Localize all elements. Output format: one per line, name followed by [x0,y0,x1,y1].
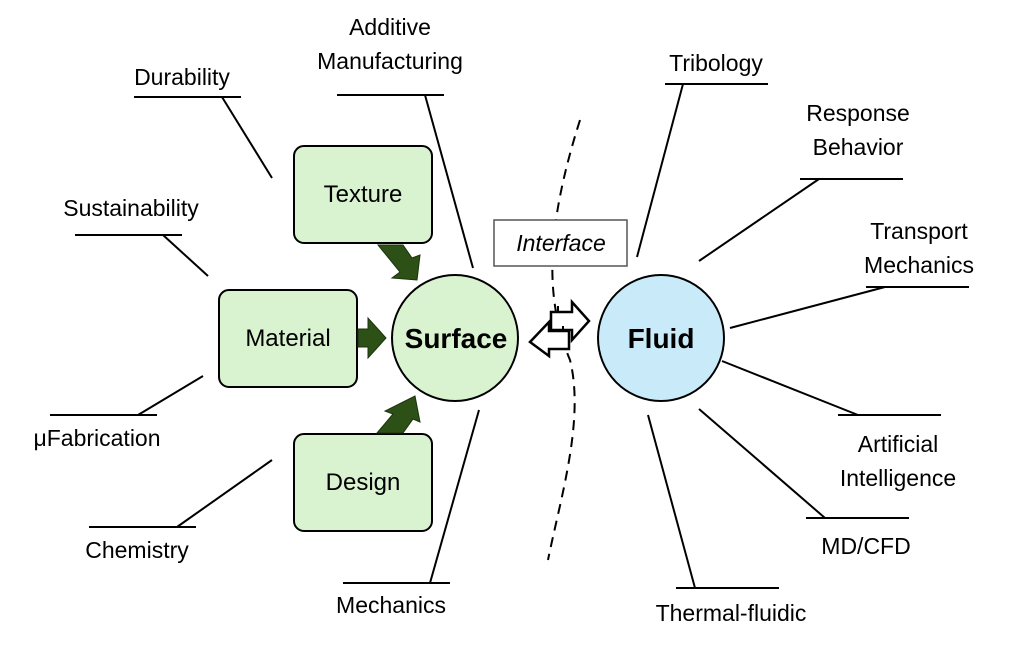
topic-sustainability: Sustainability [63,195,209,277]
topic-label-transport-mechanics: Mechanics [864,252,974,278]
topic-chemistry: Chemistry [85,459,273,563]
input-box-material: Material [218,289,358,388]
interface-boundary-curve [547,119,581,561]
topic-label-sustainability: Sustainability [63,195,199,221]
topic-label-artificial: Artificial [858,431,939,457]
topic-thermal-fluidic: Thermal-fluidic [647,414,807,626]
topic-label-intelligence: Intelligence [840,465,956,491]
fluid-node: Fluid [597,274,725,402]
topic-label-manufacturing: Manufacturing [317,48,463,74]
topic-artificial-intelligence: Artificial Intelligence [721,360,956,491]
topic-label-md-cfd: MD/CFD [821,533,910,559]
arrow-texture-to-surface-icon [376,244,421,281]
topic-label-tribology: Tribology [669,50,763,76]
topic-transport-mechanics: Transport Mechanics [729,218,974,329]
topic-label-chemistry: Chemistry [85,537,189,563]
interface-label-box: Interface [493,219,628,267]
topic-response-behavior: Response Behavior [698,100,910,262]
topic-label-transport: Transport [870,218,968,244]
topic-label-response: Response [806,100,910,126]
surface-label: Surface [405,323,508,354]
topic-label-ufabrication: μFabrication [33,425,160,451]
fluid-label: Fluid [628,323,695,354]
topic-ufabrication: μFabrication [33,375,204,451]
topic-label-durability: Durability [134,64,230,90]
topic-label-additive: Additive [349,14,431,40]
surface-node: Surface [391,274,519,402]
input-label-design: Design [326,469,401,496]
topic-tribology: Tribology [636,50,768,258]
topic-additive-manufacturing: Additive Manufacturing [317,14,474,269]
input-label-texture: Texture [324,181,403,208]
interface-label: Interface [516,230,606,256]
topic-label-mechanics: Mechanics [336,592,446,618]
topic-label-behavior: Behavior [813,134,904,160]
input-box-design: Design [293,433,433,532]
topic-md-cfd: MD/CFD [698,408,911,559]
topic-durability: Durability [134,64,273,179]
arrow-material-to-surface-icon [357,316,387,360]
topic-label-thermal-fluidic: Thermal-fluidic [656,600,807,626]
topic-mechanics: Mechanics [336,409,480,618]
input-label-material: Material [245,325,330,352]
input-box-texture: Texture [293,145,433,244]
arrow-design-to-surface-icon [375,395,421,434]
bidirectional-arrow-icon [528,298,591,359]
